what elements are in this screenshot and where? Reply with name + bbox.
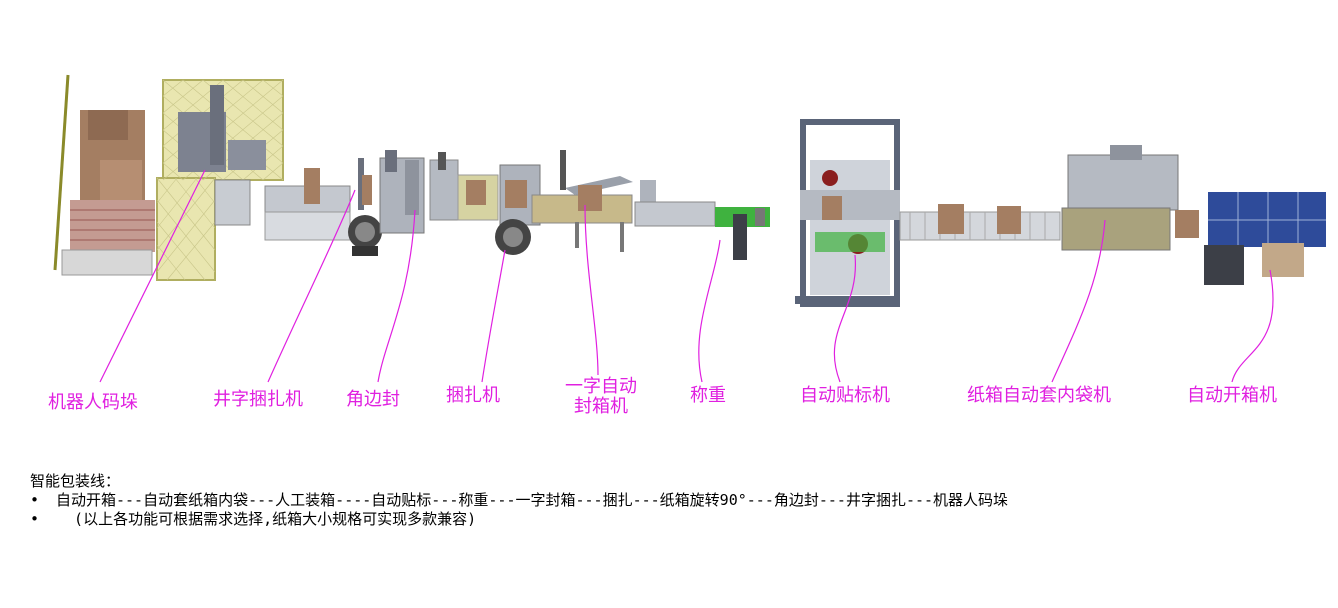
- notes-line-2: • (以上各功能可根据需求选择,纸箱大小规格可实现多款兼容): [30, 510, 1008, 529]
- callout-corner-sealer: 角边封: [346, 389, 400, 410]
- callout-bag-inserter: 纸箱自动套内袋机: [967, 385, 1111, 406]
- leader-bag-inserter: [1051, 219, 1106, 383]
- case-erector-machine: [1204, 192, 1326, 285]
- corner-sealer-machine: [379, 150, 459, 234]
- leader-corner-sealer: [377, 209, 416, 383]
- notes-title: 智能包装线：: [30, 472, 121, 490]
- leader-case-erector: [1231, 269, 1274, 383]
- notes-line-2-text: (以上各功能可根据需求选择,纸箱大小规格可实现多款兼容): [56, 510, 477, 528]
- leader-weighing: [698, 239, 721, 383]
- auto-labeler-machine: [795, 119, 900, 307]
- leader-strapping: [481, 249, 506, 383]
- leader-auto-labeler: [833, 254, 857, 383]
- callout-weighing: 称重: [690, 385, 726, 406]
- bullet-1: •: [30, 491, 40, 509]
- callout-strapping: 捆扎机: [446, 385, 500, 406]
- strapping-machine: [457, 164, 541, 255]
- callout-case-sealer: 一字自动 封箱机: [565, 377, 637, 417]
- case-sealer-machine: [531, 150, 656, 252]
- bag-inserter-machine: [1061, 145, 1199, 251]
- leader-lines: [99, 169, 1274, 383]
- carton-conveyor: [899, 204, 1061, 241]
- callout-cross-strapping: 井字捆扎机: [213, 389, 303, 410]
- leader-case-sealer: [584, 204, 599, 376]
- robot-palletizer-cell: [53, 74, 284, 281]
- cross-strapping-machine: [264, 158, 382, 256]
- weighing-station: [634, 201, 770, 260]
- bullet-2: •: [30, 510, 40, 528]
- notes-line-1-text: 自动开箱---自动套纸箱内袋---人工装箱----自动贴标---称重---一字封…: [56, 491, 1009, 509]
- callout-case-sealer-line1: 一字自动: [565, 376, 637, 397]
- notes-line-1: • 自动开箱---自动套纸箱内袋---人工装箱----自动贴标---称重---一字…: [30, 491, 1008, 510]
- leader-robot-palletizer: [99, 169, 206, 383]
- callout-case-erector: 自动开箱机: [1187, 385, 1277, 406]
- callout-robot-palletizer: 机器人码垛: [48, 392, 138, 413]
- packaging-line-notes: 智能包装线： • 自动开箱---自动套纸箱内袋---人工装箱----自动贴标---…: [30, 472, 1008, 529]
- leader-cross-strapping: [267, 189, 356, 383]
- callout-case-sealer-line2: 封箱机: [574, 396, 628, 417]
- callout-auto-labeler: 自动贴标机: [800, 385, 890, 406]
